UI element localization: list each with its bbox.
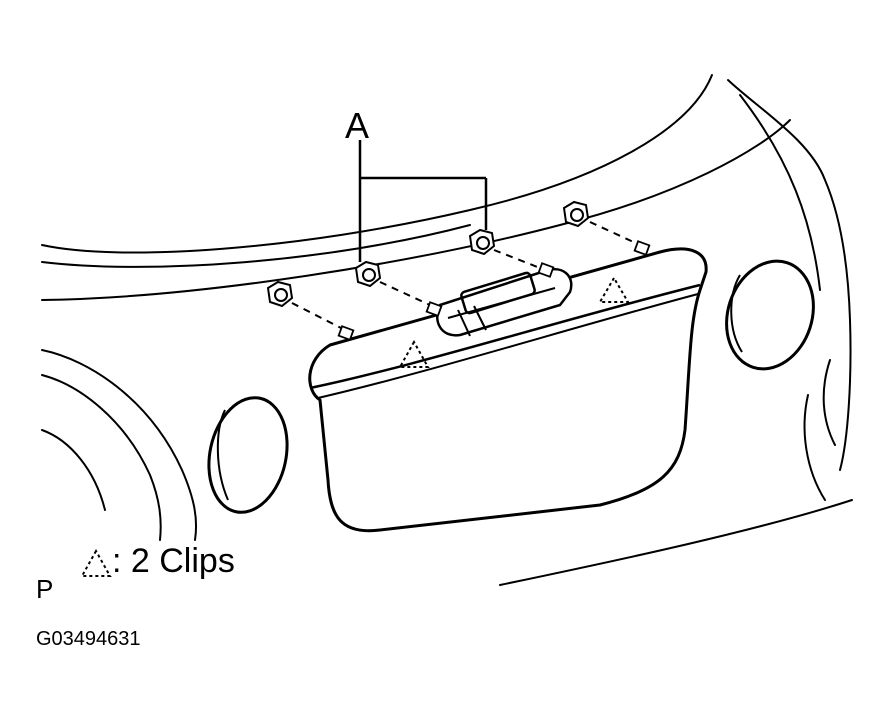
left-light <box>207 396 289 514</box>
clip-triangle-left <box>398 339 430 368</box>
legend-text: : 2 Clips <box>112 542 235 580</box>
vehicle-body <box>41 74 853 586</box>
triangle-dashed-icon <box>80 548 112 577</box>
alignment-lines <box>291 221 641 331</box>
nut-1 <box>266 280 294 308</box>
door-handle <box>435 267 573 337</box>
callout-leader <box>358 140 488 262</box>
figure-id: G03494631 <box>36 628 141 650</box>
callout-label-a: A <box>345 105 369 146</box>
nut-2 <box>354 260 382 288</box>
nut-3 <box>468 228 496 256</box>
right-light <box>725 259 815 371</box>
view-code: P <box>36 574 53 604</box>
mounting-nuts <box>266 200 590 308</box>
light-openings <box>207 259 815 514</box>
clip-markers <box>398 276 630 368</box>
nut-4 <box>562 200 590 228</box>
legend: : 2 Clips <box>80 542 235 580</box>
clip-triangle-right <box>598 276 630 303</box>
studs <box>337 240 651 341</box>
garnish-panel <box>308 247 708 533</box>
